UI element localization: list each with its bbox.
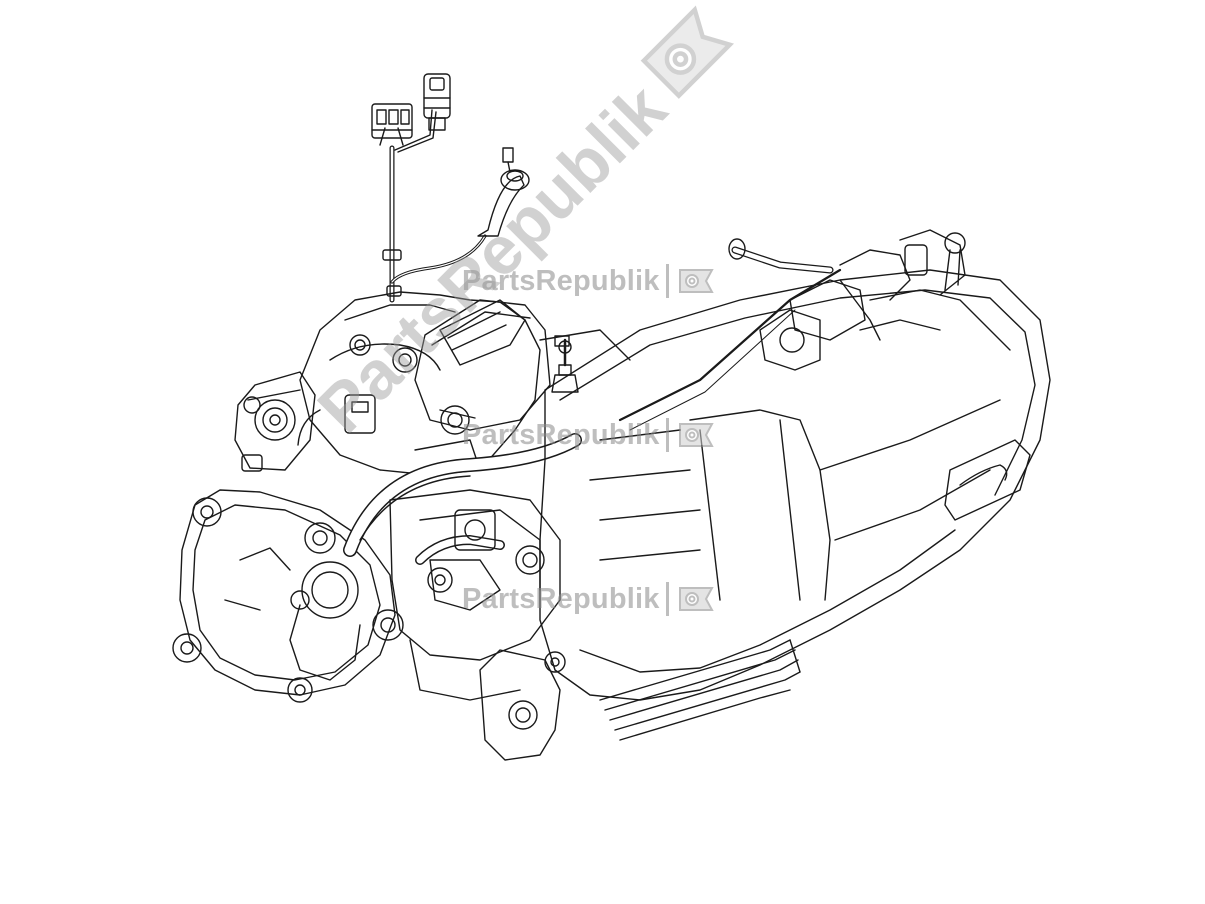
- watermark-brand-text: PartsRepublik: [462, 418, 660, 451]
- bolt-4: [372, 609, 404, 641]
- rear-shaft: [728, 229, 1011, 371]
- watermark-brand-text: PartsRepublik: [462, 264, 660, 297]
- fuel-line: [618, 268, 842, 431]
- temperature-sensor: [551, 338, 579, 393]
- coolant-hose: [343, 433, 582, 565]
- watermark-top: PartsRepublik: [462, 264, 717, 298]
- logo-plate: [944, 439, 1031, 521]
- connector-left: [371, 103, 413, 139]
- watermark-bottom: PartsRepublik: [462, 582, 717, 616]
- crankcase: [389, 489, 561, 701]
- watermark-divider: [665, 264, 669, 298]
- watermark-diagonal: PartsRepublik: [300, 0, 755, 451]
- watermark-middle: PartsRepublik: [462, 418, 717, 452]
- wiring-harness: [371, 73, 530, 303]
- gear-flag-icon: [630, 0, 754, 120]
- connector-right: [423, 73, 451, 131]
- watermark-brand-text: PartsRepublik: [462, 582, 660, 615]
- bolt-1: [192, 497, 222, 527]
- watermark-divider: [665, 582, 669, 616]
- air-box: [414, 299, 631, 431]
- mounting-bracket: [479, 649, 566, 761]
- bolt-5: [287, 677, 313, 703]
- gear-flag-icon: [675, 420, 717, 450]
- gear-flag-icon: [675, 584, 717, 614]
- front-cover: [172, 489, 404, 703]
- watermark-divider: [665, 418, 669, 452]
- bolt-2: [304, 522, 336, 554]
- throttle-body: [234, 371, 316, 472]
- transmission-case: [539, 269, 1051, 741]
- cooling-fins: [599, 639, 801, 741]
- bolt-3: [172, 633, 202, 663]
- gear-flag-icon: [675, 266, 717, 296]
- spark-plug-cap: [477, 147, 530, 237]
